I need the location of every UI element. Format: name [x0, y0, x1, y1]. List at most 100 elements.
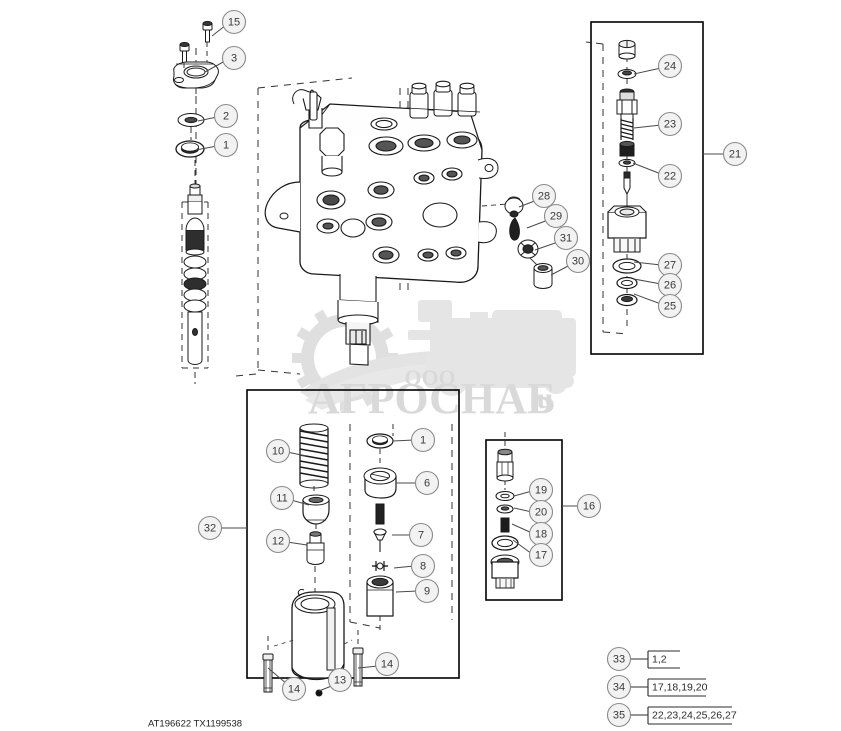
- callout-25[interactable]: 25: [657, 293, 683, 319]
- callout-label: 29: [550, 211, 562, 223]
- callout-label: 25: [664, 301, 676, 313]
- callout-9[interactable]: 9: [414, 578, 440, 604]
- callout-7[interactable]: 7: [408, 522, 434, 548]
- callout-1[interactable]: 1: [410, 427, 436, 453]
- part-29: [509, 217, 520, 241]
- callout-label: 16: [583, 501, 595, 513]
- callout-circle: [221, 45, 247, 71]
- bolt-15: [202, 21, 213, 43]
- callout-circle: [221, 9, 247, 35]
- part-18-spacer: [500, 517, 510, 533]
- callout-circle: [414, 578, 440, 604]
- reference-parts-list: 22,23,24,25,26,27: [652, 710, 737, 722]
- part-7-poppet: [373, 528, 387, 552]
- callout-10[interactable]: 10: [265, 438, 291, 464]
- reference-callout-circle: [606, 674, 632, 700]
- part-17-seal: [491, 535, 519, 551]
- part-20-oring: [496, 504, 514, 514]
- callout-label: 15: [228, 17, 240, 29]
- bolt-14-right: [352, 647, 364, 687]
- callout-1[interactable]: 1: [213, 132, 239, 158]
- callout-19[interactable]: 19: [528, 477, 554, 503]
- swoosh-shape-2: [305, 362, 508, 410]
- callout-23[interactable]: 23: [657, 111, 683, 137]
- callout-circle: [553, 225, 579, 251]
- callout-18[interactable]: 18: [528, 521, 554, 547]
- callout-21[interactable]: 21: [722, 141, 748, 167]
- callout-15[interactable]: 15: [221, 9, 247, 35]
- callout-8[interactable]: 8: [410, 553, 436, 579]
- relief-cap: [618, 39, 636, 60]
- watermark-ooo: ООО: [404, 365, 455, 390]
- callout-circle: [269, 485, 295, 511]
- callout-11[interactable]: 11: [269, 485, 295, 511]
- callout-32[interactable]: 32: [197, 515, 223, 541]
- callout-label: 28: [538, 191, 550, 203]
- group-box-32: [224, 389, 460, 697]
- callout-circle: [281, 676, 307, 702]
- callout-12[interactable]: 12: [265, 528, 291, 554]
- callout-circle: [410, 553, 436, 579]
- callout-circle: [657, 53, 683, 79]
- callout-circle: [410, 427, 436, 453]
- callout-label: 32: [204, 523, 216, 535]
- callout-label: 22: [664, 171, 676, 183]
- callout-29[interactable]: 29: [543, 203, 569, 229]
- callout-31[interactable]: 31: [553, 225, 579, 251]
- callout-label: 23: [664, 119, 676, 131]
- callout-label: 21: [729, 149, 741, 161]
- part-12-plunger: [306, 531, 325, 565]
- relief-body: [616, 88, 638, 123]
- callout-22[interactable]: 22: [657, 163, 683, 189]
- bolt-14-left: [262, 653, 274, 693]
- callout-27[interactable]: 27: [657, 252, 683, 278]
- callout-circle: [213, 103, 239, 129]
- part-8-clip: [372, 561, 388, 571]
- combine-harvester-icon: [408, 300, 576, 396]
- reference-parts-list: 17,18,19,20: [652, 682, 708, 694]
- callout-17[interactable]: 17: [528, 542, 554, 568]
- group-box-16: [485, 432, 576, 601]
- callout-16[interactable]: 16: [576, 493, 602, 519]
- watermark-trailing: u: [537, 382, 554, 415]
- relief-poppet: [623, 171, 631, 196]
- cartridge-16: [496, 448, 514, 482]
- part-23-spring: [620, 118, 634, 140]
- callout-13[interactable]: 13: [327, 667, 353, 693]
- washer-2: [177, 113, 205, 127]
- callout-label: 8: [420, 561, 426, 573]
- callout-circle: [374, 651, 400, 677]
- callout-30[interactable]: 30: [565, 248, 591, 274]
- callout-circle: [213, 132, 239, 158]
- callout-26[interactable]: 26: [657, 272, 683, 298]
- callout-24[interactable]: 24: [657, 53, 683, 79]
- callout-28[interactable]: 28: [531, 183, 557, 209]
- callout-2[interactable]: 2: [213, 103, 239, 129]
- callout-6[interactable]: 6: [414, 470, 440, 496]
- callout-label: 18: [535, 529, 547, 541]
- callout-label: 14: [288, 684, 300, 696]
- left-assembly: [173, 21, 219, 384]
- callout-label: 19: [535, 485, 547, 497]
- callout-14[interactable]: 14: [374, 651, 400, 677]
- part-6-seat: [363, 467, 397, 499]
- callout-label: 17: [535, 550, 547, 562]
- callout-circle: [543, 203, 569, 229]
- callout-3[interactable]: 3: [221, 45, 247, 71]
- small-parts-28-31: [481, 196, 553, 289]
- callout-14[interactable]: 14: [281, 676, 307, 702]
- callout-label: 7: [418, 530, 424, 542]
- callout-circle: [531, 183, 557, 209]
- callout-label: 11: [276, 493, 287, 505]
- callout-20[interactable]: 20: [528, 499, 554, 525]
- part-31: [517, 239, 539, 259]
- callout-circle: [327, 667, 353, 693]
- callout-label: 1: [420, 435, 426, 447]
- callout-circle: [528, 542, 554, 568]
- callout-label: 30: [572, 256, 584, 268]
